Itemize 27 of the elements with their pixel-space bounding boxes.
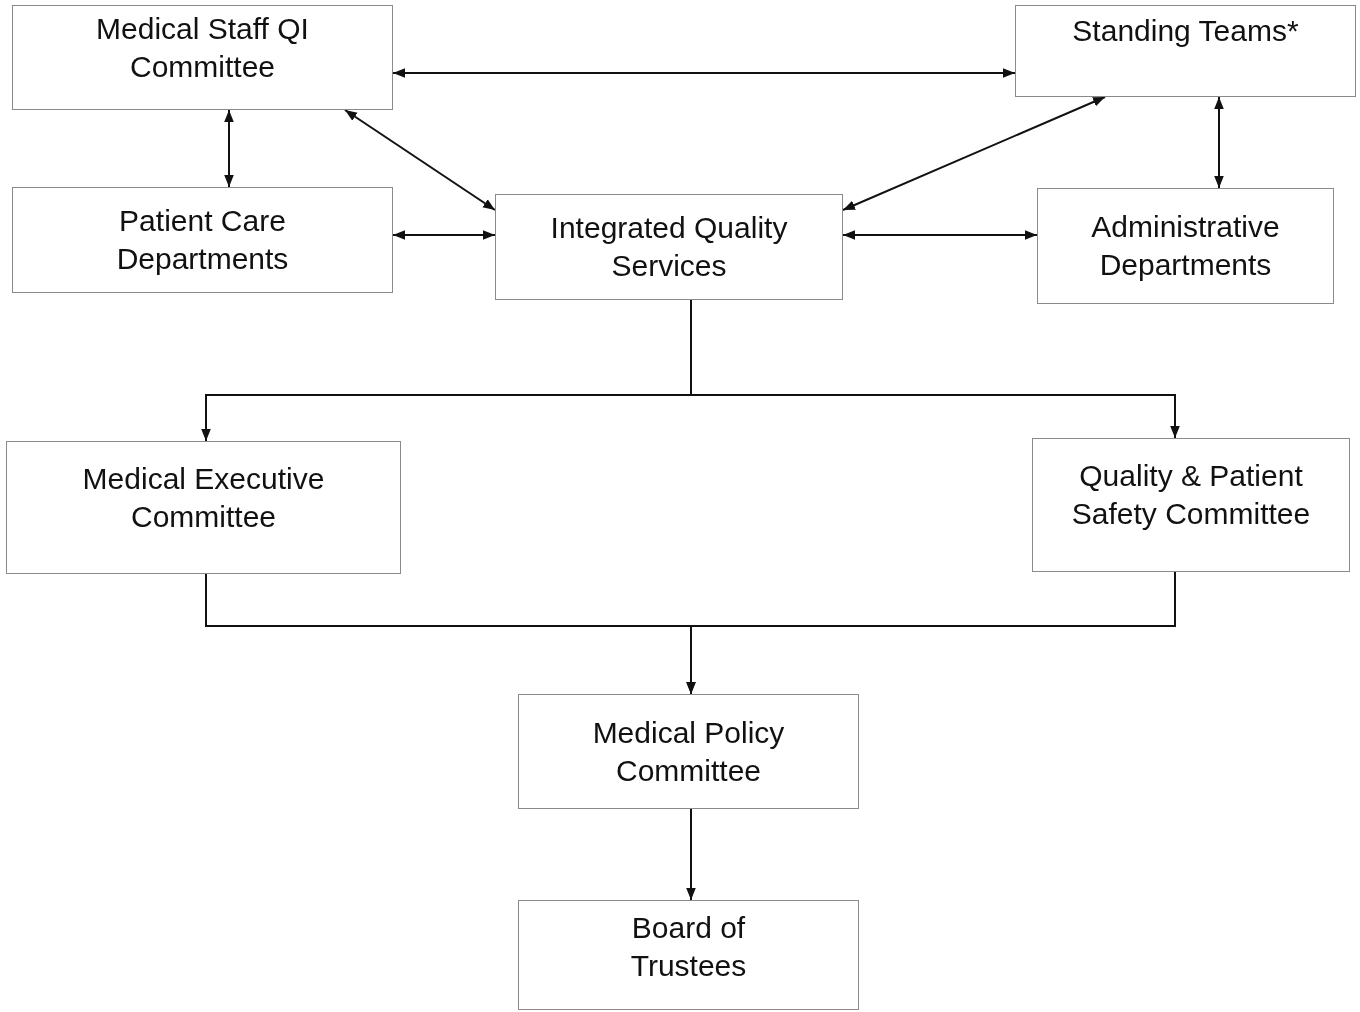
box-label: Standing Teams* xyxy=(1072,13,1299,49)
committee-box xyxy=(495,194,843,300)
committee-box xyxy=(12,5,393,110)
arrow xyxy=(842,230,1038,240)
box-label: Quality & Patient Safety Committee xyxy=(1070,458,1312,532)
committee-box xyxy=(1037,188,1334,304)
arrow xyxy=(392,230,496,240)
box-label: Medical Policy Committee xyxy=(591,714,786,789)
box-label: Administrative Departments xyxy=(1090,209,1281,283)
box-label: Medical Staff QI Committee xyxy=(95,10,310,85)
committee-box xyxy=(518,900,859,1010)
box-label: Integrated Quality Services xyxy=(549,210,789,284)
arrow xyxy=(686,571,1176,695)
committee-box xyxy=(1015,5,1356,97)
arrow xyxy=(224,109,234,188)
box-label: Medical Executive Committee xyxy=(81,460,326,535)
arrow xyxy=(392,68,1016,78)
committee-box xyxy=(518,694,859,809)
box-label: Patient Care Departments xyxy=(115,203,290,277)
committee-box xyxy=(6,441,401,574)
box-label: Board of Trustees xyxy=(629,910,748,984)
arrow xyxy=(344,109,496,211)
arrow xyxy=(842,96,1106,211)
committee-box xyxy=(1032,438,1350,572)
committee-box xyxy=(12,187,393,293)
arrow xyxy=(1214,96,1224,189)
arrow xyxy=(686,808,696,901)
